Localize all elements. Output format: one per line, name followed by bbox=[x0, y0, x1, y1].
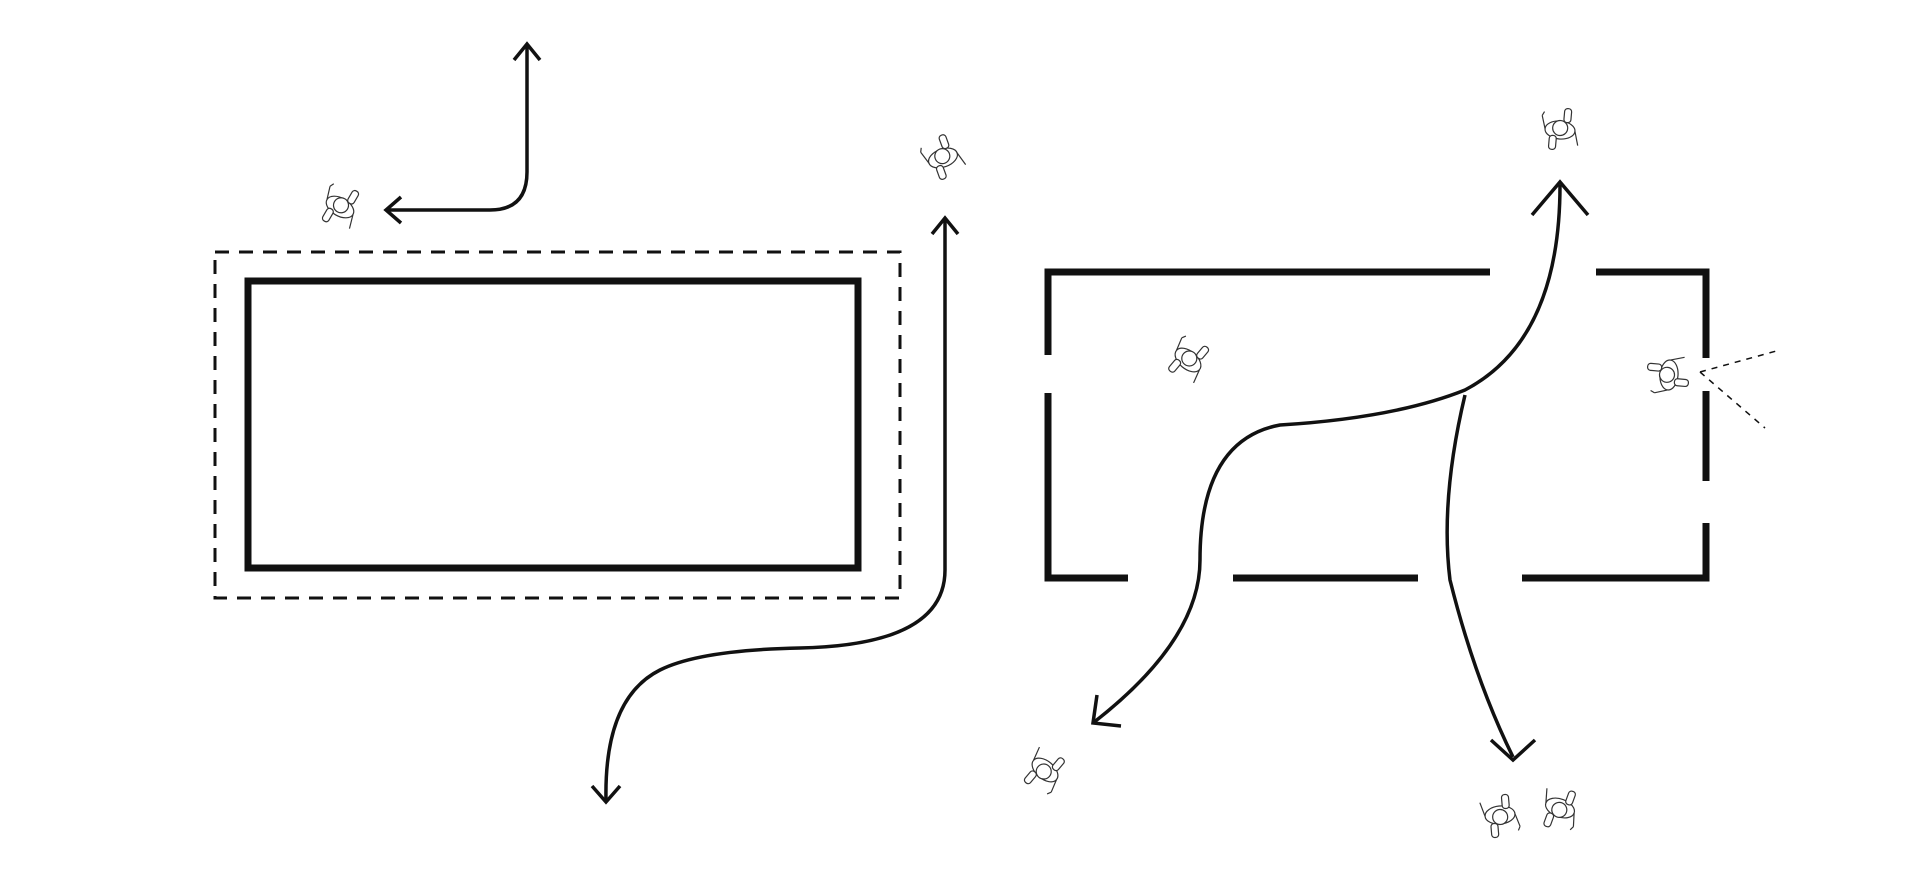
arrow-icon bbox=[1091, 179, 1590, 728]
building-wall bbox=[244, 277, 862, 572]
arrow-icon bbox=[590, 215, 960, 805]
arrow-icon bbox=[383, 41, 542, 225]
person-icon bbox=[1534, 782, 1586, 836]
open-building-panel bbox=[1015, 105, 1781, 840]
person-icon bbox=[1644, 353, 1692, 397]
dashed-perimeter bbox=[213, 250, 902, 600]
person-icon bbox=[312, 177, 369, 235]
person-icon bbox=[1478, 792, 1522, 840]
person-icon bbox=[917, 130, 969, 184]
building-wall-segments bbox=[1044, 268, 1710, 582]
person-icon bbox=[1538, 105, 1582, 153]
person-icon bbox=[1015, 741, 1074, 800]
closed-building-panel bbox=[213, 41, 969, 805]
sightline-icon bbox=[1699, 349, 1781, 429]
arrow-icon bbox=[1445, 394, 1537, 763]
person-icon bbox=[1159, 330, 1218, 389]
